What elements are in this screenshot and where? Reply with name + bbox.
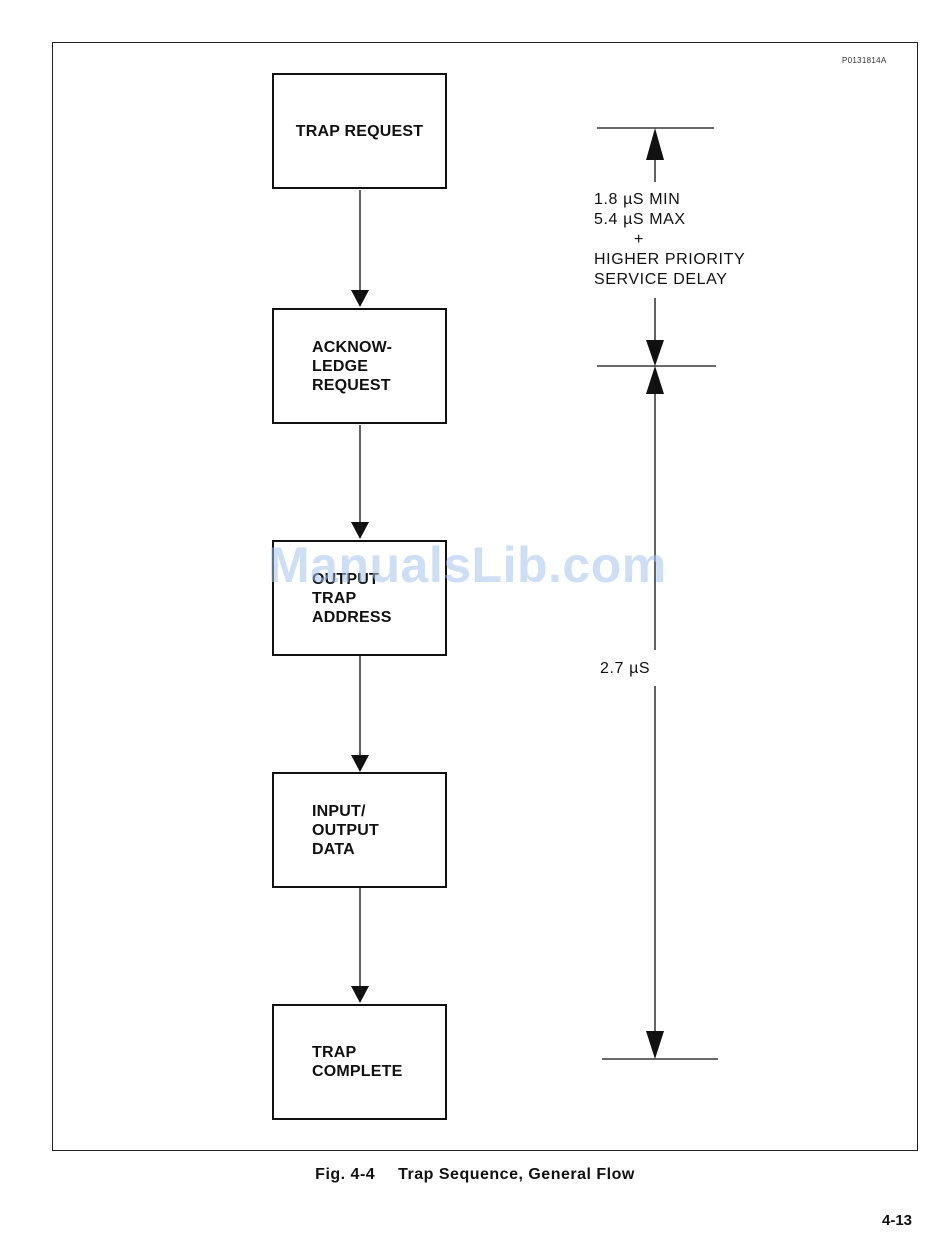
flow-box-label: ACKNOW- LEDGE REQUEST — [312, 310, 392, 422]
flow-box-trap-request: TRAP REQUEST — [272, 73, 447, 189]
flow-box-input-output-data: INPUT/ OUTPUT DATA — [272, 772, 447, 888]
flow-box-acknowledge-request: ACKNOW- LEDGE REQUEST — [272, 308, 447, 424]
flow-box-line: TRAP — [312, 1043, 403, 1062]
timing-line: 5.4 µS MAX — [594, 210, 745, 230]
timing-line: + — [594, 230, 745, 250]
timing-arrow-up-top — [646, 128, 664, 160]
flow-box-output-trap-address: OUTPUT TRAP ADDRESS — [272, 540, 447, 656]
arrowhead-3 — [351, 755, 369, 772]
flow-box-label: INPUT/ OUTPUT DATA — [312, 774, 379, 886]
timing-upper-label: 1.8 µS MIN 5.4 µS MAX + HIGHER PRIORITY … — [594, 190, 745, 290]
timing-arrow-up-mid — [646, 366, 664, 394]
flow-box-trap-complete: TRAP COMPLETE — [272, 1004, 447, 1120]
flow-box-line: ACKNOW- — [312, 338, 392, 357]
arrowhead-4 — [351, 986, 369, 1003]
flow-box-label: TRAP REQUEST — [274, 75, 445, 187]
arrowhead-1 — [351, 290, 369, 307]
figure-number: Fig. 4-4 — [315, 1166, 375, 1183]
flow-box-label: TRAP COMPLETE — [312, 1006, 403, 1118]
figure-title: Trap Sequence, General Flow — [398, 1166, 635, 1183]
flow-box-line: TRAP REQUEST — [296, 122, 423, 141]
timing-arrow-down-bottom — [646, 1031, 664, 1059]
flow-box-line: LEDGE — [312, 357, 392, 376]
flow-box-line: TRAP — [312, 589, 392, 608]
flow-box-line: ADDRESS — [312, 608, 392, 627]
timing-line: HIGHER PRIORITY — [594, 250, 745, 270]
arrowhead-2 — [351, 522, 369, 539]
timing-lower-label: 2.7 µS — [600, 658, 710, 680]
page-number: 4-13 — [882, 1212, 912, 1229]
flow-box-line: DATA — [312, 840, 379, 859]
flow-box-line: REQUEST — [312, 376, 392, 395]
figure-caption: Fig. 4-4 Trap Sequence, General Flow — [0, 1166, 950, 1184]
timing-line: 1.8 µS MIN — [594, 190, 745, 210]
flow-box-label: OUTPUT TRAP ADDRESS — [312, 542, 392, 654]
timing-line: SERVICE DELAY — [594, 270, 745, 290]
flow-box-line: OUTPUT — [312, 821, 379, 840]
timing-arrow-down-mid — [646, 340, 664, 366]
flow-box-line: OUTPUT — [312, 570, 392, 589]
flow-box-line: INPUT/ — [312, 802, 379, 821]
flow-box-line: COMPLETE — [312, 1062, 403, 1081]
